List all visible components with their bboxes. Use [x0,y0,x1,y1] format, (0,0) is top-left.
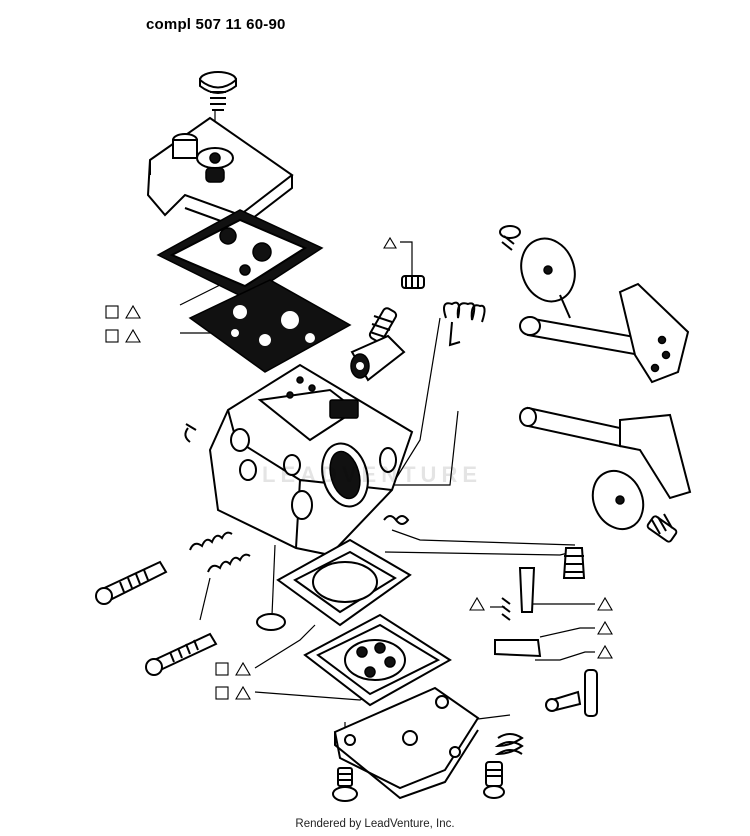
small-body-spring [383,515,410,525]
leader-lines [179,110,595,760]
lower-left-screw [332,767,358,802]
top-cover-assembly [146,71,294,230]
fuel-inlet-fitting [350,307,406,382]
part-marker[interactable] [597,644,613,659]
inlet-needle-parts [494,547,598,717]
choke-shaft-assembly [499,225,690,384]
part-marker[interactable] [469,596,485,611]
diagram-title: compl 507 11 60-90 [146,16,286,33]
small-fitting [401,275,425,289]
metering-gasket [276,538,412,627]
metering-cover [333,686,480,800]
carburetor-body [184,363,414,557]
part-marker[interactable] [383,236,397,249]
needle-valve [256,613,286,631]
pump-gasket [188,279,352,373]
part-marker[interactable] [215,685,251,700]
pump-diaphragm [156,209,324,299]
metering-diaphragm [303,613,452,707]
footer-credit: Rendered by LeadVenture, Inc. [295,818,455,830]
adjustment-screws [95,531,251,676]
part-marker[interactable] [215,661,251,676]
throttle-shaft-assembly [519,406,692,543]
part-marker[interactable] [597,620,613,635]
part-markers [105,236,613,700]
part-marker[interactable] [105,328,141,343]
part-marker[interactable] [597,596,613,611]
part-marker[interactable] [105,304,141,319]
lower-right-spring [483,733,524,799]
throttle-spring [443,301,486,347]
watermark: LEADVENTURE [262,462,483,487]
